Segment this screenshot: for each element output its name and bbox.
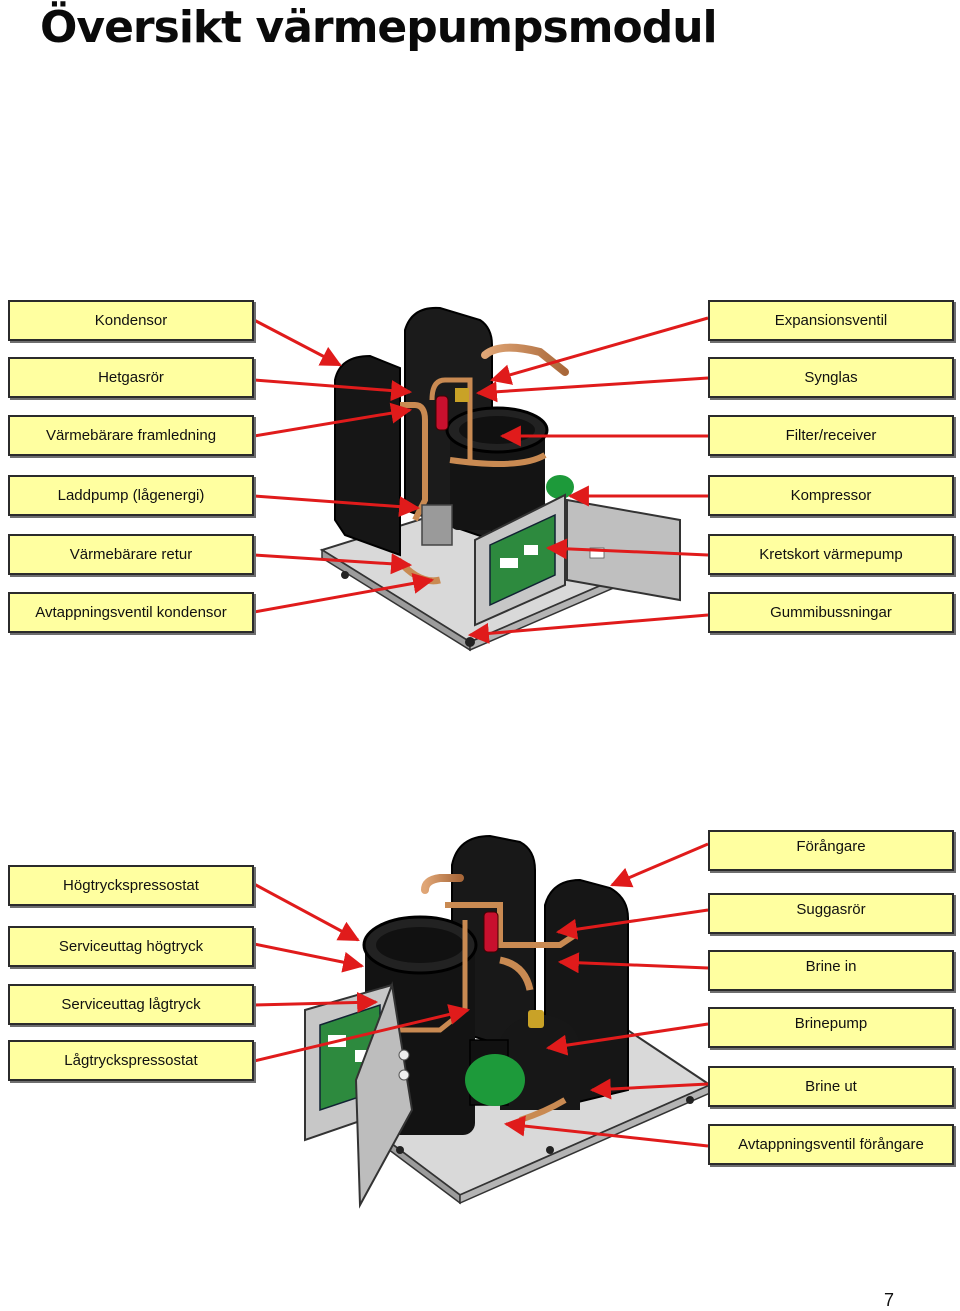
- label-avtappningsventil-forangare: Avtappningsventil förångare: [708, 1124, 954, 1165]
- page-number: 7: [884, 1290, 895, 1310]
- heat-pump-module-top-illustration: [319, 306, 681, 652]
- heat-pump-module-bottom-illustration: [304, 834, 713, 1209]
- label-lagtryckspressostat: Lågtryckspressostat: [8, 1040, 254, 1081]
- label-avtappningsventil-kondensor: Avtappningsventil kondensor: [8, 592, 254, 633]
- page-title: Översikt värmepumpsmodul: [40, 2, 718, 53]
- label-kompressor: Kompressor: [708, 475, 954, 516]
- label-kondensor: Kondensor: [8, 300, 254, 341]
- label-brinepump: Brinepump: [708, 1007, 954, 1048]
- label-forangare: Förångare: [708, 830, 954, 871]
- label-serviceuttag-lagtryck: Serviceuttag lågtryck: [8, 984, 254, 1025]
- label-hetgasror: Hetgasrör: [8, 357, 254, 398]
- label-serviceuttag-hogtryck: Serviceuttag högtryck: [8, 926, 254, 967]
- label-suggasror: Suggasrör: [708, 893, 954, 934]
- label-varmebarare-framledning: Värmebärare framledning: [8, 415, 254, 456]
- label-brine-in: Brine in: [708, 950, 954, 991]
- label-laddpump: Laddpump (lågenergi): [8, 475, 254, 516]
- label-gummibussningar: Gummibussningar: [708, 592, 954, 633]
- label-synglas: Synglas: [708, 357, 954, 398]
- callout-arrows-top: [253, 316, 709, 644]
- label-filter-receiver: Filter/receiver: [708, 415, 954, 456]
- label-brine-ut: Brine ut: [708, 1066, 954, 1107]
- label-varmebarare-retur: Värmebärare retur: [8, 534, 254, 575]
- label-expansionsventil: Expansionsventil: [708, 300, 954, 341]
- label-hogtryckspressostat: Högtryckspressostat: [8, 865, 254, 906]
- label-kretskort-varmepump: Kretskort värmepump: [708, 534, 954, 575]
- callout-arrows-bottom: [253, 842, 709, 1148]
